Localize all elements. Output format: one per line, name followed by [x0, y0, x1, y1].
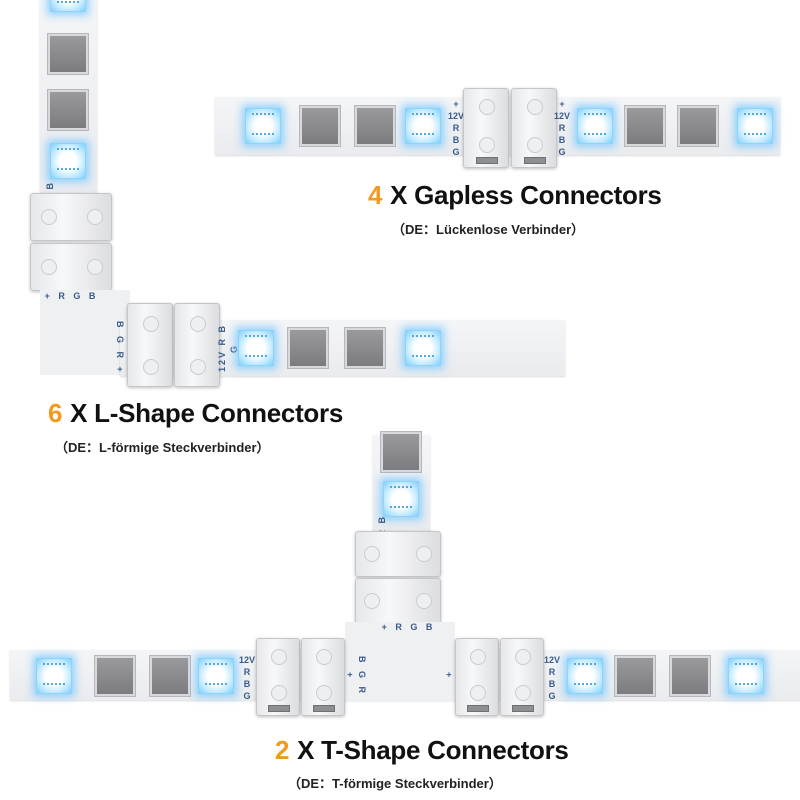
- tshape-connector-top-upper: [355, 531, 441, 577]
- resistor: [48, 90, 88, 130]
- lshape-subtitle: （DE：L-förmige Steckverbinder）: [55, 440, 270, 455]
- resistor: [625, 106, 665, 146]
- pin-label: B: [558, 135, 566, 145]
- resistor: [95, 656, 135, 696]
- led: [50, 143, 86, 179]
- title-text: X Gapless Connectors: [390, 180, 662, 210]
- pin-labels: 12V R B G: [217, 324, 239, 373]
- tshape-connector-right-inner: [455, 638, 499, 716]
- led: [50, 0, 86, 12]
- led: [383, 481, 419, 517]
- resistor: [150, 656, 190, 696]
- gapless-connector-right: [511, 88, 557, 168]
- lshape-corner: [40, 290, 130, 375]
- count: 4: [368, 180, 383, 210]
- led: [405, 330, 441, 366]
- gapless-subtitle: （DE：Lückenlose Verbinder）: [392, 222, 585, 237]
- resistor: [288, 328, 328, 368]
- led: [405, 108, 441, 144]
- led: [238, 330, 274, 366]
- lshape-connector-horizontal-left: [127, 303, 173, 387]
- pin-label: 12V: [543, 655, 560, 665]
- pin-label: R: [558, 123, 566, 133]
- resistor: [381, 432, 421, 472]
- resistor: [678, 106, 718, 146]
- lshape-connector-vertical-bottom: [30, 243, 112, 291]
- pin-labels: + R G B: [381, 622, 433, 632]
- pin-label: G: [243, 691, 251, 701]
- pin-labels: + R G B: [44, 291, 96, 301]
- resistor: [345, 328, 385, 368]
- resistor: [615, 656, 655, 696]
- pin-label: B: [548, 679, 556, 689]
- tshape-connector-left-outer: [256, 638, 300, 716]
- tshape-subtitle: （DE：T-förmige Steckverbinder）: [288, 776, 502, 791]
- lshape-connector-vertical-top: [30, 193, 112, 241]
- resistor: [670, 656, 710, 696]
- title-text: X L-Shape Connectors: [70, 398, 343, 428]
- lshape-connector-horizontal-right: [174, 303, 220, 387]
- gapless-connector-left: [463, 88, 509, 168]
- led: [198, 658, 234, 694]
- pin-label: 12V: [554, 111, 571, 121]
- led: [567, 658, 603, 694]
- pin-label: +: [559, 99, 565, 109]
- pin-label: G: [558, 147, 566, 157]
- pin-labels: B G R +: [345, 655, 367, 696]
- pin-label: +: [453, 99, 459, 109]
- pin-label: B: [452, 135, 460, 145]
- pin-label: 12V: [448, 111, 465, 121]
- resistor: [355, 106, 395, 146]
- tshape-connector-right-outer: [500, 638, 544, 716]
- led: [577, 108, 613, 144]
- pin-label: R: [243, 667, 251, 677]
- title-text: X T-Shape Connectors: [297, 735, 569, 765]
- count: 2: [275, 735, 290, 765]
- pin-label: G: [548, 691, 556, 701]
- pin-label: 12V: [238, 655, 255, 665]
- led: [36, 658, 72, 694]
- tshape-body-center: [345, 640, 455, 702]
- led: [728, 658, 764, 694]
- resistor: [48, 34, 88, 74]
- pin-label: G: [452, 147, 460, 157]
- count: 6: [48, 398, 63, 428]
- tshape-connector-top-lower: [355, 578, 441, 624]
- led: [245, 108, 281, 144]
- pin-labels: B G R +: [115, 321, 125, 375]
- pin-label: R: [548, 667, 556, 677]
- pin-label: R: [452, 123, 460, 133]
- led: [737, 108, 773, 144]
- resistor: [300, 106, 340, 146]
- pin-label: B: [243, 679, 251, 689]
- tshape-connector-left-inner: [301, 638, 345, 716]
